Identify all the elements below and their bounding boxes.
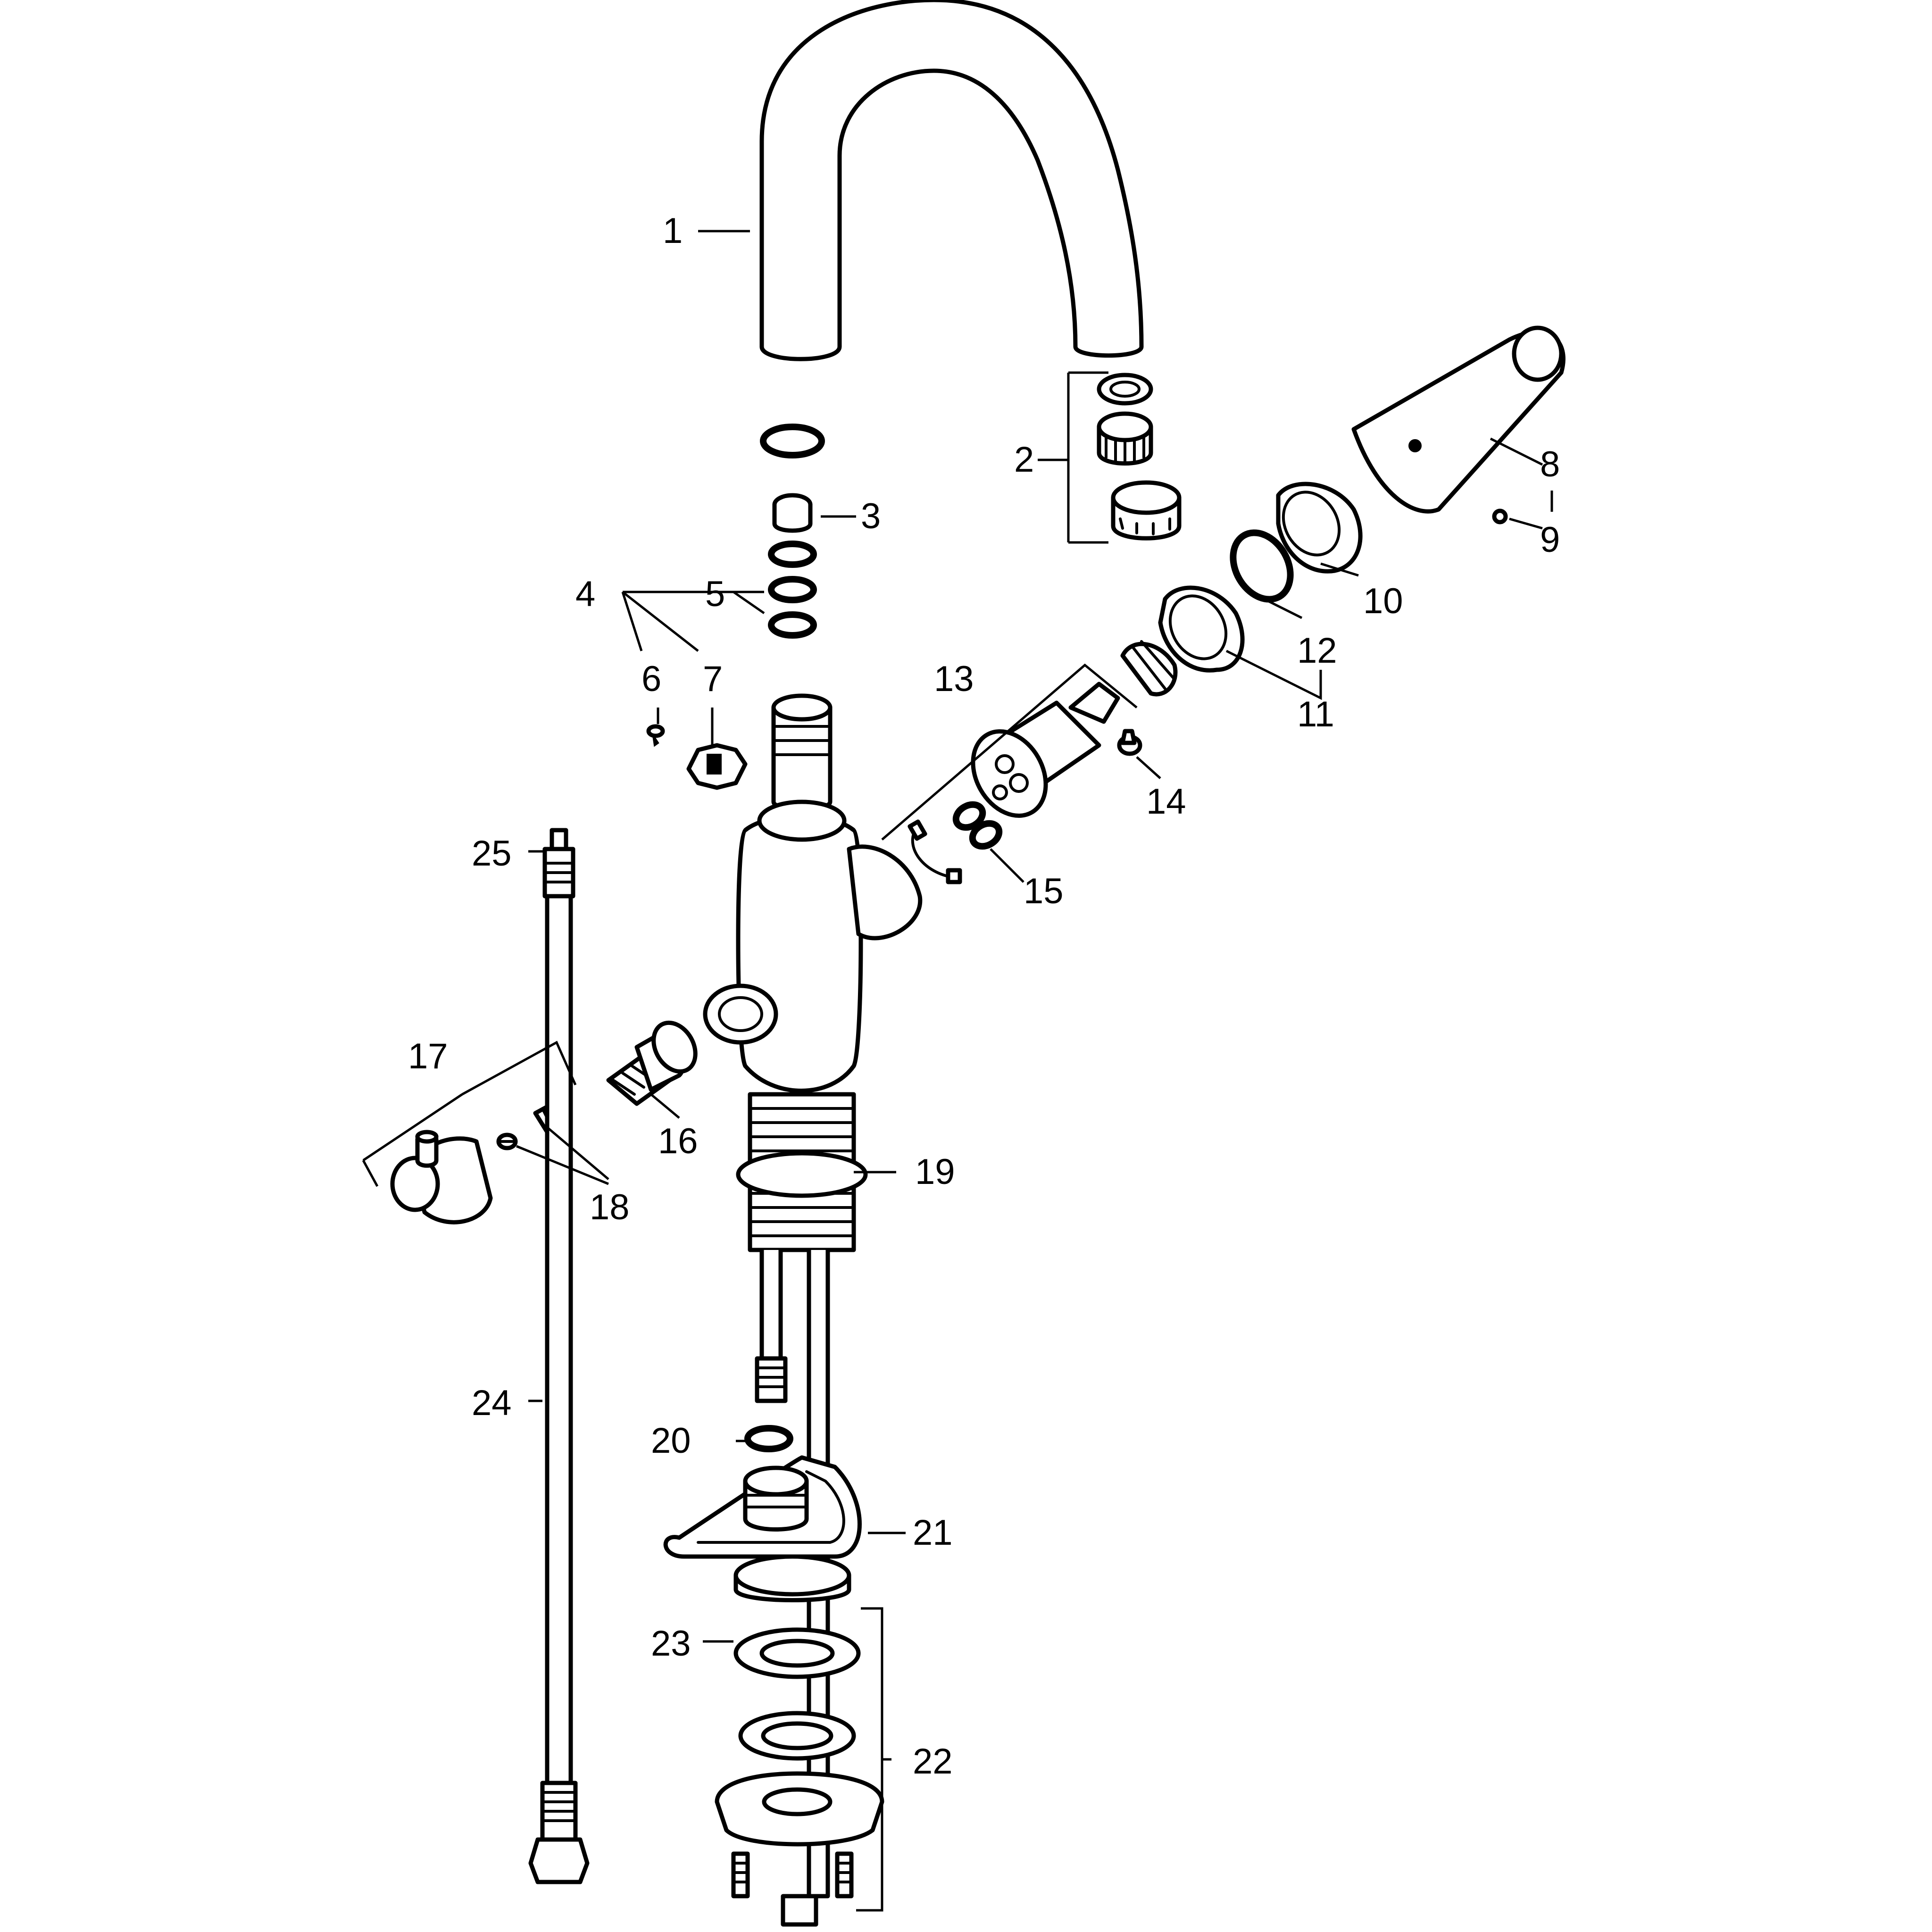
callout-15: 15 bbox=[1024, 871, 1064, 911]
callout-7: 7 bbox=[703, 659, 723, 699]
part-14-screw bbox=[1117, 729, 1142, 756]
callout-6: 6 bbox=[641, 659, 661, 699]
callout-12: 12 bbox=[1297, 631, 1337, 671]
part-17-handle bbox=[390, 1130, 493, 1224]
callout-14: 14 bbox=[1146, 782, 1186, 822]
part-21-support-plate bbox=[663, 1455, 862, 1602]
callout-1: 1 bbox=[663, 211, 683, 251]
callout-labels: 1 2 3 4 5 6 7 8 9 10 12 11 13 14 15 16 1… bbox=[408, 211, 1560, 1782]
callout-3: 3 bbox=[861, 496, 881, 536]
callout-13: 13 bbox=[934, 659, 974, 699]
callout-20: 20 bbox=[651, 1421, 691, 1461]
callout-10: 10 bbox=[1363, 581, 1403, 621]
callout-24: 24 bbox=[472, 1383, 512, 1423]
callout-8: 8 bbox=[1540, 444, 1560, 484]
part-22-mounting-set bbox=[715, 1711, 884, 1927]
part-23-washer bbox=[733, 1627, 861, 1679]
part-12-o-ring bbox=[1230, 529, 1294, 603]
part-1-spout bbox=[759, 0, 1144, 361]
part-15-seals-clip bbox=[908, 801, 1003, 884]
part-11-nut bbox=[1158, 585, 1245, 673]
callout-18: 18 bbox=[590, 1187, 630, 1227]
callout-4: 4 bbox=[575, 574, 595, 614]
callout-19: 19 bbox=[915, 1152, 955, 1192]
callout-25: 25 bbox=[472, 833, 512, 874]
leader-lines bbox=[362, 230, 1553, 1912]
callout-23: 23 bbox=[651, 1624, 691, 1664]
part-13-cartridge bbox=[971, 640, 1178, 818]
part-7-clip bbox=[686, 743, 748, 790]
mixer-body bbox=[703, 693, 923, 1093]
callout-16: 16 bbox=[658, 1121, 698, 1161]
callout-17: 17 bbox=[408, 1036, 448, 1076]
part-24-hose bbox=[528, 847, 590, 1884]
part-10-cap bbox=[1276, 482, 1363, 574]
callout-22: 22 bbox=[913, 1741, 953, 1782]
callout-5: 5 bbox=[705, 574, 725, 614]
part-6-screw bbox=[646, 724, 665, 747]
part-3-nut-and-rings bbox=[760, 424, 825, 639]
callout-11: 11 bbox=[1297, 694, 1334, 734]
part-2-aerator-set bbox=[1097, 373, 1182, 541]
callout-2: 2 bbox=[1014, 440, 1034, 480]
callout-9: 9 bbox=[1540, 520, 1560, 560]
part-16-valve-insert bbox=[606, 1020, 698, 1106]
part-19-threaded-shank bbox=[736, 1092, 868, 1252]
callout-21: 21 bbox=[913, 1513, 953, 1553]
part-8-handle bbox=[1351, 325, 1566, 514]
part-20-seal bbox=[744, 1425, 793, 1452]
part-9-screw bbox=[1492, 508, 1508, 525]
part-25-hose-fitting bbox=[542, 828, 575, 899]
